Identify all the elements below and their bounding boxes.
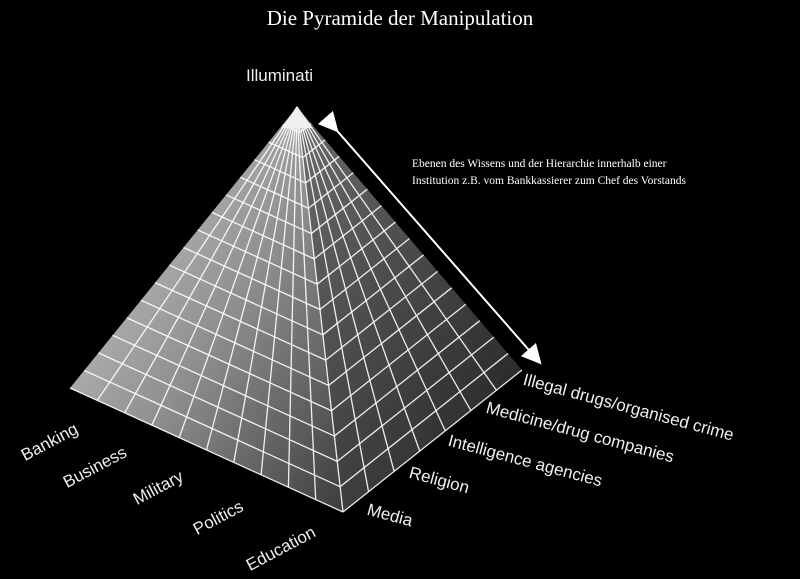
grid-line-radial bbox=[260, 106, 298, 475]
grid-line-radial bbox=[124, 106, 298, 414]
pyramid-apex-highlight bbox=[281, 107, 313, 128]
grid-line-horizontal bbox=[339, 353, 509, 488]
grid-line-horizontal bbox=[342, 369, 523, 513]
grid-line-radial bbox=[205, 106, 298, 451]
grid-line-radial bbox=[233, 106, 298, 463]
page-title: Die Pyramide der Manipulation bbox=[266, 6, 534, 30]
annotation-text: Ebenen des Wissens und der Hierarchie in… bbox=[412, 156, 792, 190]
grid-line-radial bbox=[178, 106, 298, 438]
annotation-line: Institution z.B. vom Bankkassierer zum C… bbox=[412, 175, 686, 187]
annotation-line: Ebenen des Wissens und der Hierarchie in… bbox=[412, 158, 667, 170]
grid-line-radial bbox=[296, 106, 317, 500]
grid-line-radial bbox=[96, 106, 298, 401]
pyramid-left-face bbox=[70, 107, 343, 512]
grid-line-radial bbox=[287, 106, 298, 488]
hierarchy-arrow bbox=[317, 110, 542, 365]
apex-label: Illuminati bbox=[246, 66, 314, 85]
grid-line-radial bbox=[151, 106, 298, 426]
